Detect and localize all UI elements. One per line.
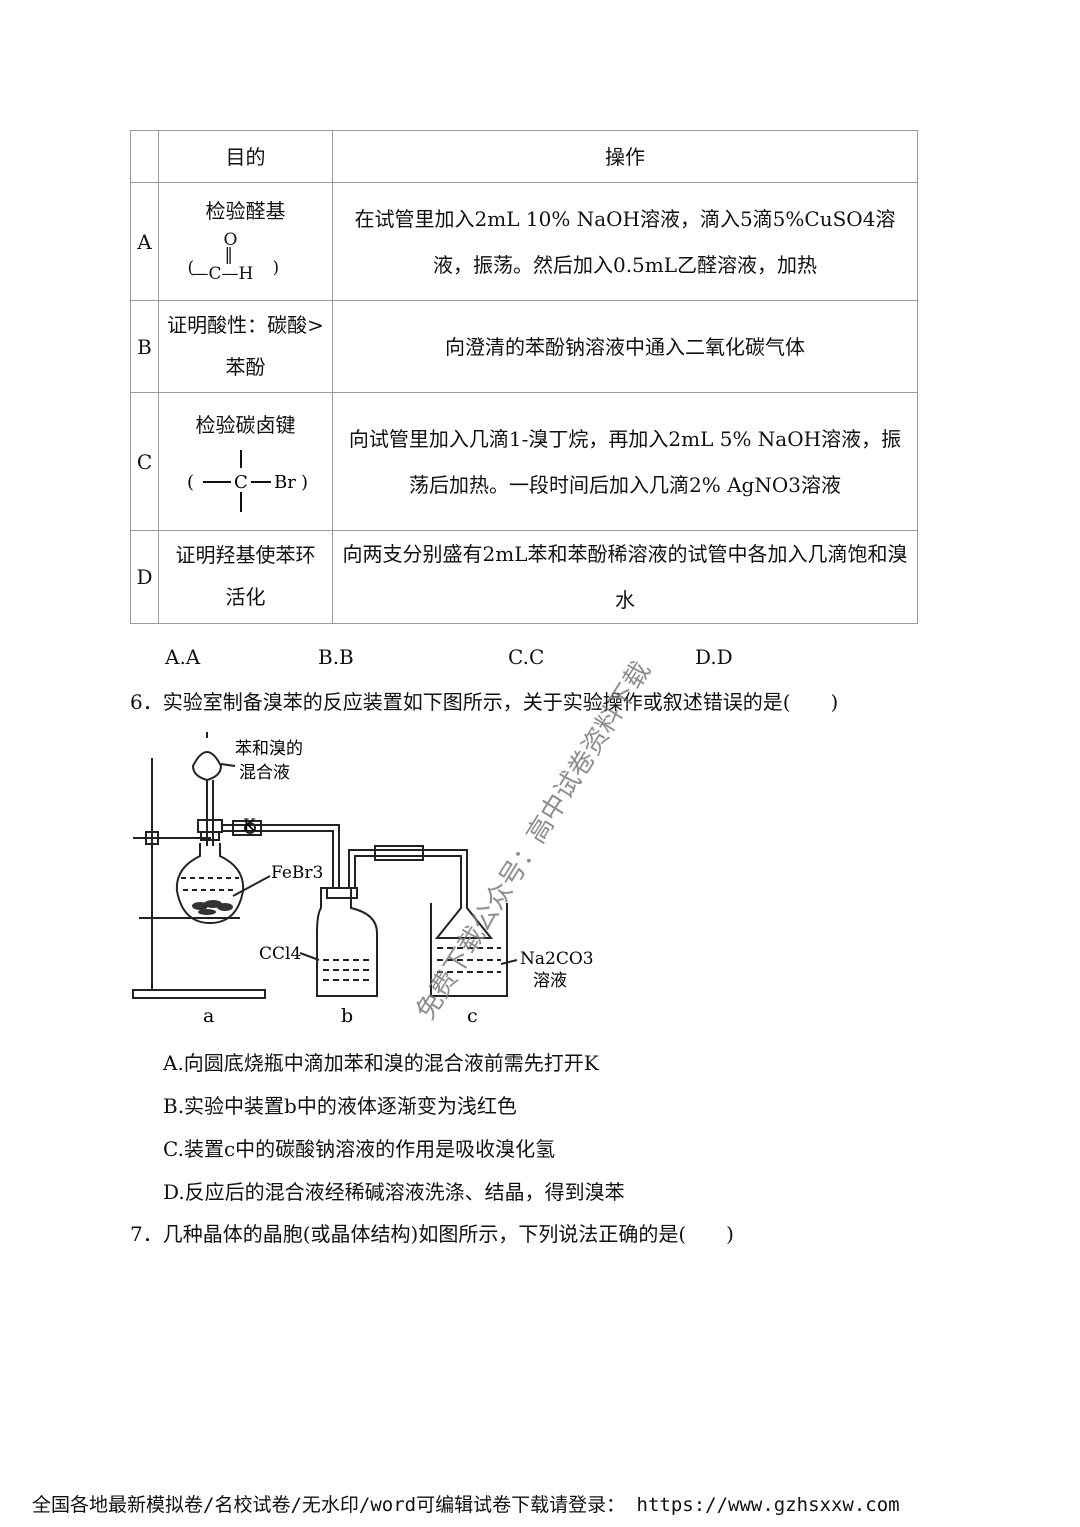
carbon-hydrogen: —C—H (191, 263, 254, 284)
round-bottom-flask (175, 843, 245, 925)
right-paren: ) (272, 257, 280, 278)
stand-base (132, 989, 266, 999)
q7-stem: 7．几种晶体的晶胞(或晶体结构)如图所示，下列说法正确的是( ) (130, 1222, 734, 1246)
left-paren: ( (187, 472, 194, 493)
table-row: A 检验醛基 ( O ‖ —C—H ) 在试管里加入2mL 10% NaOH溶液… (130, 182, 918, 301)
label-b: b (341, 1005, 353, 1027)
q6-option-d: D.反应后的混合液经稀碱溶液洗涤、结晶，得到溴苯 (163, 1180, 625, 1204)
row-label: A (130, 182, 159, 301)
carbon-atom: C (234, 472, 248, 493)
k-label: K (243, 816, 256, 836)
ccl4-label: CCl4 (259, 944, 301, 964)
bromine-atom: Br (274, 472, 296, 493)
table-header-op: 操作 (332, 130, 918, 183)
mix-label-1: 苯和溴的 (235, 739, 303, 759)
op-text: 向澄清的苯酚钠溶液中通入二氧化碳气体 (445, 334, 805, 359)
stopcock-k (232, 820, 262, 836)
q6-option-a: A.向圆底烧瓶中滴加苯和溴的混合液前需先打开K (163, 1051, 599, 1075)
row-label: D (130, 530, 159, 624)
table-row: B 证明酸性：碳酸>苯酚 向澄清的苯酚钠溶液中通入二氧化碳气体 (130, 300, 918, 393)
choice-d: D.D (695, 645, 733, 669)
label-a: a (203, 1005, 214, 1027)
febr3-label: FeBr3 (271, 863, 323, 883)
row-op: 向澄清的苯酚钠溶液中通入二氧化碳气体 (332, 300, 918, 393)
q6-option-b: B.实验中装置b中的液体逐渐变为浅红色 (163, 1094, 517, 1118)
goal-text: 检验碳卤键 (195, 412, 296, 437)
catalyst-pile (192, 900, 233, 915)
table-row: D 证明羟基使苯环活化 向两支分别盛有2mL苯和苯酚稀溶液的试管中各加入几滴饱和… (130, 530, 918, 624)
aldehyde-structure: ( O ‖ —C—H ) (186, 229, 306, 292)
goal-text: 证明酸性：碳酸>苯酚 (167, 312, 324, 379)
mix-label-2: 混合液 (239, 763, 290, 783)
dropping-funnel (191, 751, 223, 782)
row-goal: 检验醛基 ( O ‖ —C—H ) (158, 182, 333, 301)
right-paren: ) (301, 472, 308, 493)
table-row: C 检验碳卤键 ( C Br ) 向试管里加入几滴1-溴丁烷，再加入2mL 5%… (130, 392, 918, 531)
inverted-funnel (434, 878, 494, 939)
halide-structure: ( C Br ) (187, 449, 308, 512)
row-op: 在试管里加入2mL 10% NaOH溶液，滴入5滴5%CuSO4溶液，振荡。然后… (332, 182, 918, 301)
bottle-b (316, 887, 378, 997)
row-op: 向试管里加入几滴1-溴丁烷，再加入2mL 5% NaOH溶液，振荡后加热。一段时… (332, 392, 918, 531)
double-bond: ‖ (224, 244, 234, 265)
solution-label: 溶液 (533, 971, 567, 991)
choice-a: A.A (165, 645, 201, 669)
clamp-head (145, 831, 159, 845)
table-header-row: 目的 操作 (130, 130, 918, 183)
row-goal: 证明酸性：碳酸>苯酚 (158, 300, 333, 393)
row-label: C (130, 392, 159, 531)
op-text: 向两支分别盛有2mL苯和苯酚稀溶液的试管中各加入几滴饱和溴水 (342, 542, 908, 612)
apparatus-figure: 苯和溴的 混合液 K FeBr3 CCl4 Na2CO3 溶液 a b c (132, 732, 594, 1027)
goal-text: 证明羟基使苯环活化 (175, 543, 316, 609)
gas-pipe-2 (348, 849, 468, 888)
beaker-c (430, 903, 508, 997)
q6-option-c: C.装置c中的碳酸钠溶液的作用是吸收溴化氢 (163, 1137, 556, 1161)
op-text: 向试管里加入几滴1-溴丁烷，再加入2mL 5% NaOH溶液，振荡后加热。一段时… (348, 426, 902, 497)
label-c: c (467, 1005, 478, 1027)
row-goal: 证明羟基使苯环活化 (158, 530, 333, 624)
row-goal: 检验碳卤键 ( C Br ) (158, 392, 333, 531)
q6-stem: 6．实验室制备溴苯的反应装置如下图所示，关于实验操作或叙述错误的是( ) (130, 690, 839, 714)
table-header-goal: 目的 (158, 130, 333, 183)
choice-c: C.C (508, 645, 545, 669)
row-label: B (130, 300, 159, 393)
choice-b: B.B (318, 645, 354, 669)
op-text: 在试管里加入2mL 10% NaOH溶液，滴入5滴5%CuSO4溶液，振荡。然后… (354, 206, 896, 277)
goal-text: 检验醛基 (205, 198, 286, 223)
left-paren: ( (187, 257, 195, 278)
oxygen-atom: O (223, 229, 238, 250)
table-header-blank (130, 130, 159, 183)
experiment-table: 目的 操作 A 检验醛基 ( O ‖ —C—H ) 在试管里加入2mL 10% … (130, 130, 918, 624)
footer-text: 全国各地最新模拟卷/名校试卷/无水印/word可编辑试卷下载请登录： https… (32, 1494, 900, 1516)
na2co3-label: Na2CO3 (520, 949, 594, 969)
row-op: 向两支分别盛有2mL苯和苯酚稀溶液的试管中各加入几滴饱和溴水 (332, 530, 918, 624)
